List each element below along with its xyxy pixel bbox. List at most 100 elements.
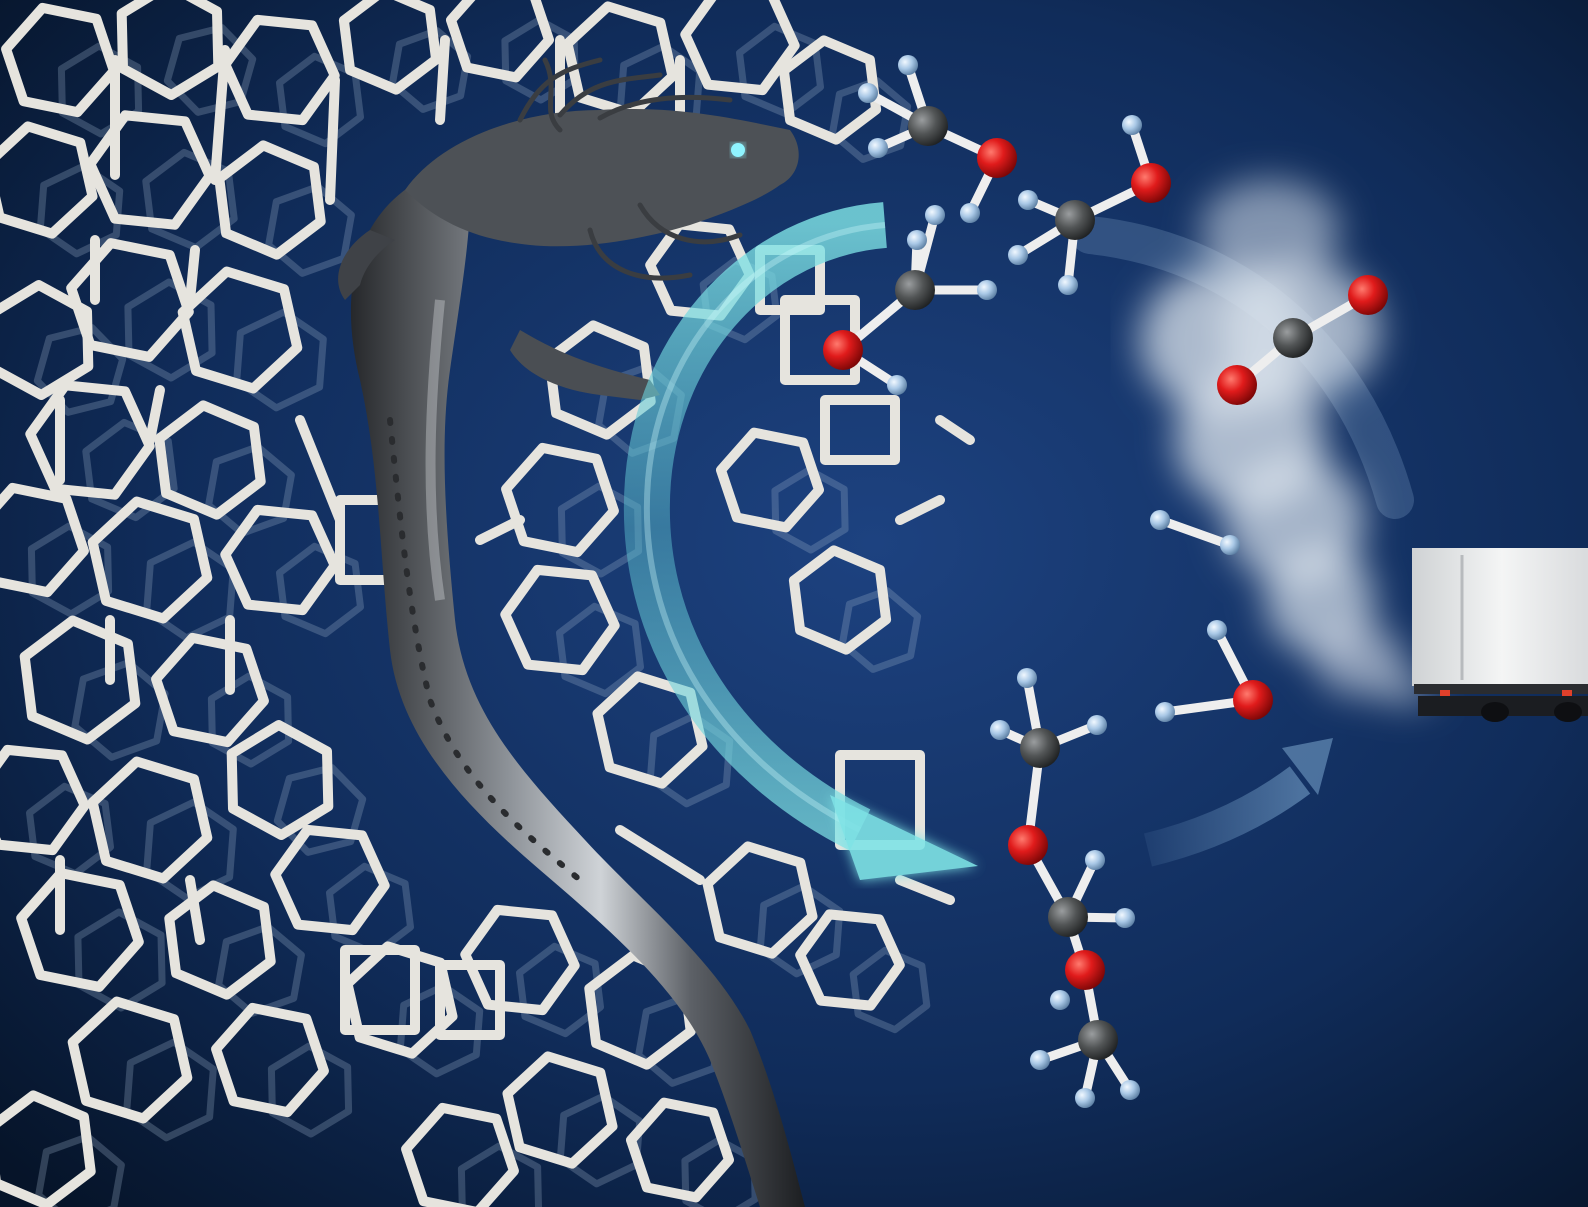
dragon-body [350,180,805,1207]
framework-strut [935,415,975,445]
framework-ring [702,841,818,959]
framework-ring [501,442,619,558]
framework-ring-back [267,1042,353,1138]
oxygen-atom [1348,275,1388,315]
hydrogen-atom [1087,715,1107,735]
framework-strut [295,415,345,525]
faint-forward-arrow-head [1282,738,1333,795]
polyoxymethylene-dimethyl-ether [990,668,1140,1108]
framework-ring-back [516,942,604,1038]
carbon-atom [1055,200,1095,240]
framework-ring-back [82,418,178,522]
zeolite-framework [0,0,975,1207]
carbon-dioxide [1217,275,1388,405]
framework-ring [0,482,89,598]
oxygen-atom [1131,163,1171,203]
oxygen-atom [1217,365,1257,405]
oxygen-atom [823,330,863,370]
methanol [823,205,997,395]
framework-ring [19,615,141,745]
framework-ring [502,1051,618,1169]
hydrogen-atom [858,83,878,103]
framework-ring [87,496,213,624]
framework-ring-back [265,183,355,277]
dragon-head [405,109,799,247]
methanol [858,55,1017,223]
framework-ring [0,1090,96,1207]
framework-ring [680,0,800,96]
carbon-atom [908,106,948,146]
dragon-eye [731,143,745,157]
hydrogen-atom [977,280,997,300]
framework-ring-back [163,24,257,116]
water [1155,620,1273,722]
hydrogen-atom [1030,1050,1050,1070]
hydrogen-atom [1220,535,1240,555]
framework-ring-back [36,162,124,258]
framework-ring [338,0,442,95]
framework-ring-back [207,672,293,768]
reaction-arrow [623,202,978,880]
framework-ring [116,0,224,100]
methanol [1008,115,1171,295]
framework-ring [788,545,892,655]
molecules [823,55,1388,1108]
carbon-atom [1020,728,1060,768]
framework-ring [0,280,94,400]
hydrogen-atom [990,720,1010,740]
hydrogen-atom [1008,245,1028,265]
framework-ring-back [123,1038,217,1142]
metal-dragon [338,57,805,1207]
carbon-atom [895,270,935,310]
hydrogen-atom [925,205,945,225]
framework-ring-back [143,798,237,902]
framework-strut [615,825,705,885]
framework-ring-back [27,522,113,618]
dragon-mane [517,57,743,281]
framework-strut [185,245,200,305]
bond [1155,515,1235,550]
framework-cage [435,960,505,1040]
framework-ring-back [556,1092,644,1188]
hydrogen [1150,510,1240,555]
framework-strut [210,45,230,185]
framework-ring-back [838,587,922,673]
framework-cage [820,395,900,465]
carbon-atom [1048,897,1088,937]
framework-ring [0,121,98,239]
framework-ring [626,1097,734,1203]
oxygen-atom [1008,825,1048,865]
framework-cage [780,295,860,385]
framework-ring-back [276,542,364,638]
framework-ring [87,756,213,884]
framework-ring-back [556,602,644,698]
framework-ring [226,720,334,840]
carbon-atom [1078,1020,1118,1060]
framework-ring [25,380,155,500]
hydrogen-atom [960,203,980,223]
hydrogen-atom [1017,668,1037,688]
hydrogen-atom [907,230,927,250]
hydrogen-atom [1085,850,1105,870]
hydrogen-atom [898,55,918,75]
framework-ring-back [57,42,143,138]
framework-ring [500,564,620,676]
faint-forward-arrow [1143,766,1311,867]
hydrogen-atom [1058,275,1078,295]
framework-ring [151,632,269,748]
framework-ring [1,2,119,118]
framework-ring [164,880,276,1000]
dragon-claw [338,230,395,300]
framework-ring [795,909,905,1011]
framework-strut [435,35,450,125]
framework-ring [460,904,580,1016]
framework-ring-back [33,324,127,416]
hydrogen-atom [1150,510,1170,530]
framework-ring [270,824,390,936]
framework-ring-back [849,946,931,1034]
framework-ring-back [273,764,367,856]
hydrogen-atom [1018,190,1038,210]
framework-strut [895,495,945,525]
carbon-atom [1273,318,1313,358]
